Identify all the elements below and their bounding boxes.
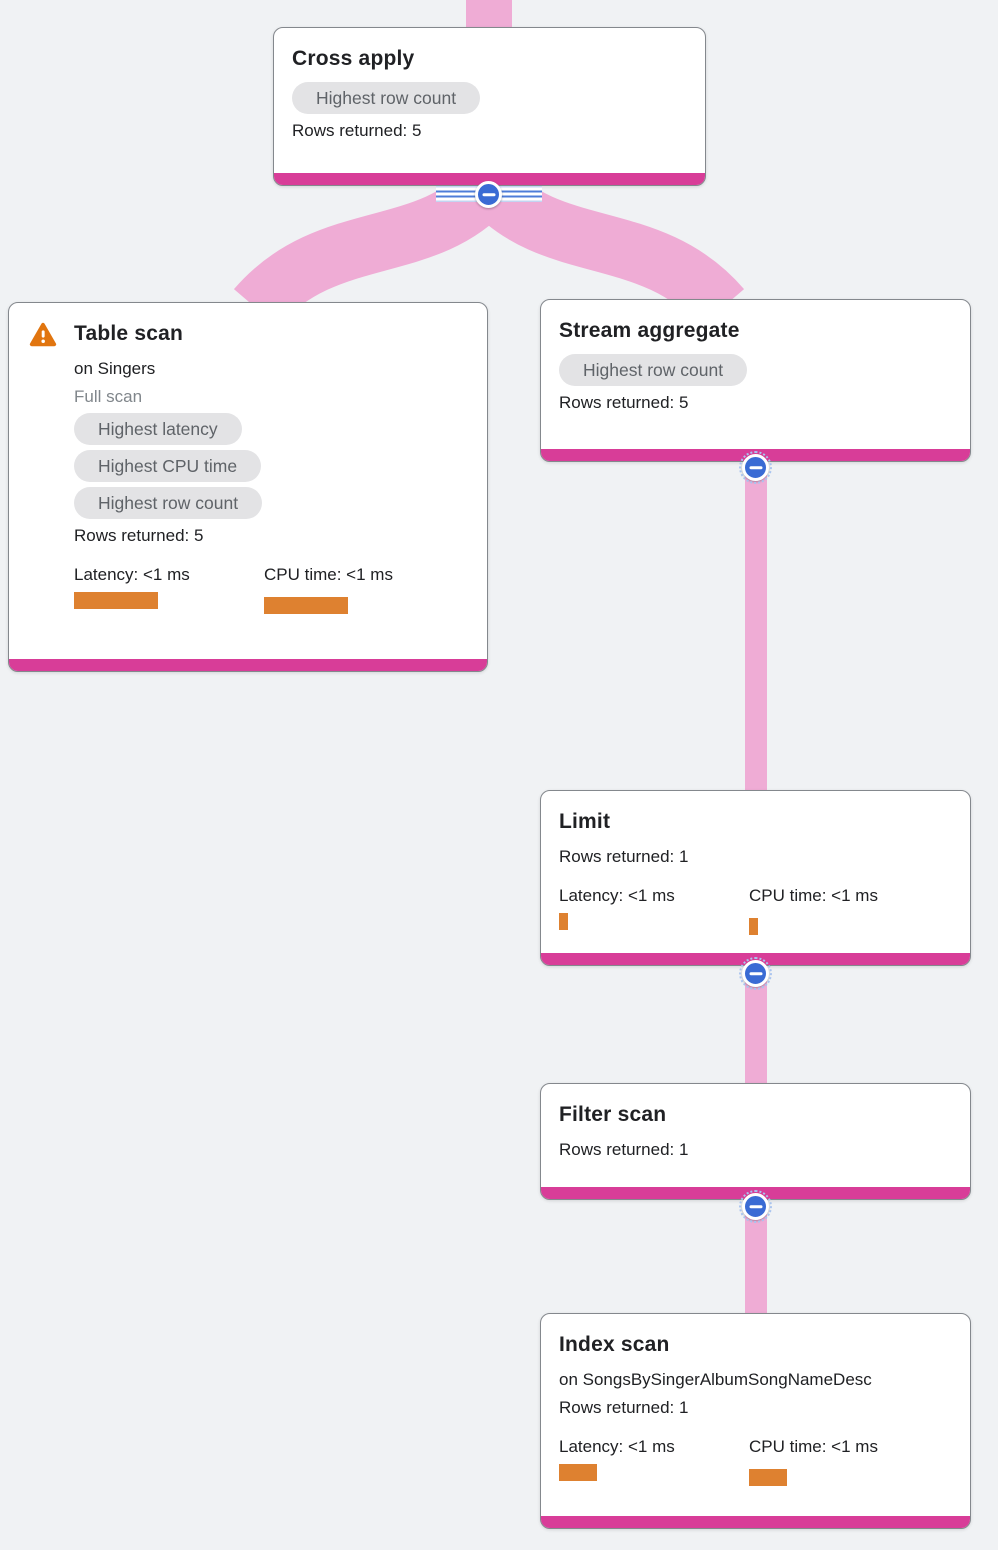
edge-filter-scan-to-index-scan [745,1194,767,1318]
edge-cross-apply-to-table-scan [233,165,511,328]
cpu-label: CPU time: <1 ms [749,1437,878,1456]
edge-parent-stub [466,0,512,30]
latency-label: Latency: <1 ms [559,1437,675,1456]
node-cross-apply[interactable]: Cross apply Highest row count Rows retur… [273,27,706,186]
edge-stream-aggregate-to-limit [745,456,767,794]
node-title: Cross apply [292,47,415,70]
badge-highest-cpu-time: Highest CPU time [74,450,262,482]
rows-returned: Rows returned: 1 [559,1140,689,1159]
node-limit[interactable]: Limit Rows returned: 1 Latency: <1 ms CP… [540,790,971,966]
minus-circle-icon-collapse-cross-apply[interactable] [475,181,502,208]
node-title: Limit [559,810,611,833]
node-title: Stream aggregate [559,319,740,342]
node-subtitle: on Singers [74,359,156,378]
warning-triangle-icon [29,322,57,348]
node-title: Index scan [559,1333,670,1356]
latency-label: Latency: <1 ms [559,886,675,905]
latency-metric: Latency: <1 ms [559,884,749,935]
badge-highest-row-count: Highest row count [559,354,748,386]
cpu-metric: CPU time: <1 ms [264,563,454,614]
latency-label: Latency: <1 ms [74,565,190,584]
cpu-metric: CPU time: <1 ms [749,1435,939,1486]
badge-highest-row-count: Highest row count [74,487,263,519]
node-title: Table scan [74,322,183,345]
node-table-scan[interactable]: Table scan on Singers Full scan Highest … [8,302,488,672]
minus-circle-icon-collapse-limit[interactable] [739,957,772,990]
scan-type: Full scan [74,387,143,406]
latency-metric: Latency: <1 ms [559,1435,749,1486]
cpu-bar [749,918,758,935]
edge-limit-to-filter-scan [745,958,767,1088]
minus-circle-icon-collapse-stream-aggregate[interactable] [739,451,772,484]
rows-returned: Rows returned: 1 [559,1398,689,1417]
rows-returned: Rows returned: 5 [292,121,422,140]
latency-metric: Latency: <1 ms [74,563,264,614]
cpu-label: CPU time: <1 ms [264,565,393,584]
rows-returned: Rows returned: 1 [559,847,689,866]
edge-cross-apply-to-stream-aggregate [467,165,745,328]
node-stream-aggregate[interactable]: Stream aggregate Highest row count Rows … [540,299,971,462]
badge-highest-row-count: Highest row count [292,82,481,114]
cpu-bar [749,1469,787,1486]
minus-circle-icon-collapse-filter-scan[interactable] [739,1190,772,1223]
node-index-scan[interactable]: Index scan on SongsBySingerAlbumSongName… [540,1313,971,1529]
badge-highest-latency: Highest latency [74,413,242,445]
cpu-label: CPU time: <1 ms [749,886,878,905]
rows-returned: Rows returned: 5 [559,393,689,412]
node-subtitle: on SongsBySingerAlbumSongNameDesc [559,1370,872,1389]
node-accent-bar [9,659,487,671]
node-filter-scan[interactable]: Filter scan Rows returned: 1 [540,1083,971,1200]
cpu-metric: CPU time: <1 ms [749,884,939,935]
rows-returned: Rows returned: 5 [74,526,204,545]
node-accent-bar [541,1516,970,1528]
cpu-bar [264,597,348,614]
node-accent-bar [274,173,705,185]
latency-bar [559,913,568,930]
latency-bar [74,592,158,609]
latency-bar [559,1464,597,1481]
node-title: Filter scan [559,1103,667,1126]
